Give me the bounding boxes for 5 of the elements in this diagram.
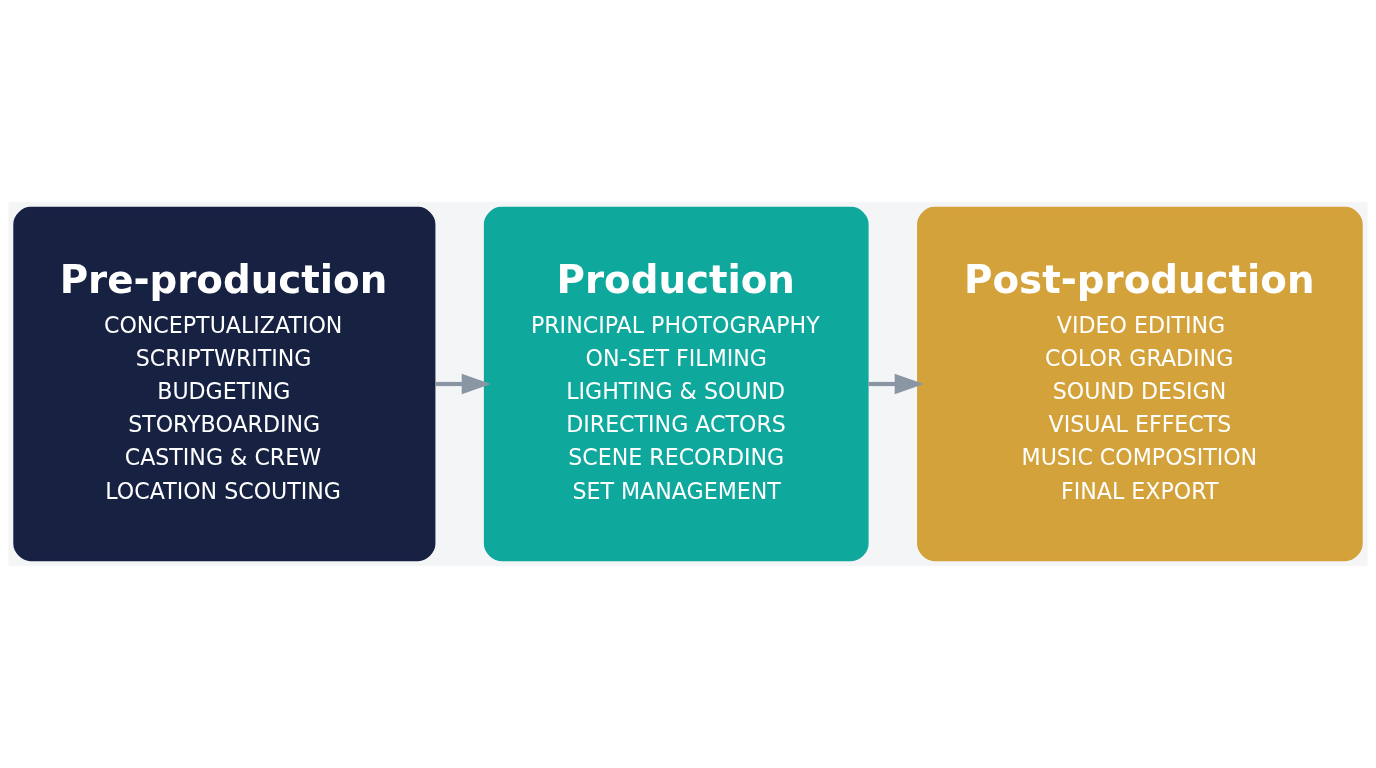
node-box: Post-production VIDEO EDITING COLOR GRADING SOUND DESIGN VISUAL EFFECTS MUSIC COMPOSITION FINAL EXPORT [917, 206, 1363, 562]
arrow [435, 373, 491, 395]
node-box: Pre-production CONCEPTUALIZATION SCRIPTWRITING BUDGETING STORYBOARDING CASTING & CREW LOCATION SCOUTING [13, 206, 436, 562]
arrow [868, 373, 924, 395]
node-box: Production PRINCIPAL PHOTOGRAPHY ON-SET FILMING LIGHTING & SOUND DIRECTING ACTORS SCENE RECORDING SET MANAGEMENT [483, 206, 869, 562]
